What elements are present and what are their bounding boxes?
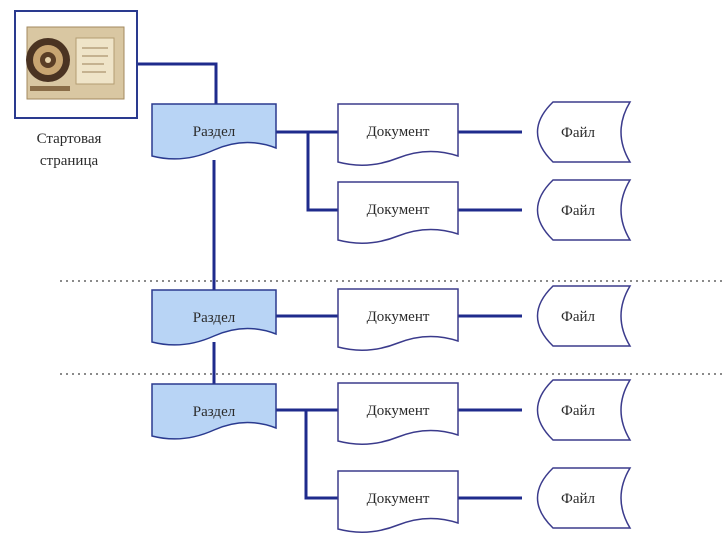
document-shape xyxy=(337,103,459,166)
section-shape xyxy=(151,289,277,346)
document-shape xyxy=(337,470,459,533)
start-page-caption: Стартовая страница xyxy=(14,128,124,172)
section-node: Раздел xyxy=(151,383,277,440)
document-node: Документ xyxy=(337,382,459,445)
section-label: Раздел xyxy=(193,124,236,140)
document-node: Документ xyxy=(337,288,459,351)
file-shape xyxy=(536,285,632,347)
document-shape xyxy=(337,181,459,244)
file-shape xyxy=(536,101,632,163)
start-page-image xyxy=(26,26,125,100)
document-label: Документ xyxy=(367,124,430,140)
connector-section-to-document xyxy=(306,132,340,212)
section-node: Раздел xyxy=(151,103,277,160)
file-label: Файл xyxy=(561,491,596,507)
file-node: Файл xyxy=(536,467,632,529)
file-node: Файл xyxy=(536,379,632,441)
section-shape xyxy=(151,103,277,160)
file-shape xyxy=(536,179,632,241)
connectors xyxy=(137,62,522,500)
document-shape xyxy=(337,382,459,445)
document-shape xyxy=(337,288,459,351)
file-label: Файл xyxy=(561,125,596,141)
section-label: Раздел xyxy=(193,404,236,420)
document-label: Документ xyxy=(367,202,430,218)
connector-start-to-section xyxy=(137,62,218,106)
document-label: Документ xyxy=(367,491,430,507)
file-node: Файл xyxy=(536,101,632,163)
section-node: Раздел xyxy=(151,289,277,346)
document-node: Документ xyxy=(337,103,459,166)
file-label: Файл xyxy=(561,203,596,219)
document-label: Документ xyxy=(367,309,430,325)
file-node: Файл xyxy=(536,285,632,347)
document-node: Документ xyxy=(337,181,459,244)
section-shape xyxy=(151,383,277,440)
start-page-node xyxy=(14,10,138,119)
document-node: Документ xyxy=(337,470,459,533)
file-shape xyxy=(536,467,632,529)
file-shape xyxy=(536,379,632,441)
start-page-caption-line2: страница xyxy=(39,153,99,169)
file-node: Файл xyxy=(536,179,632,241)
document-label: Документ xyxy=(367,403,430,419)
file-label: Файл xyxy=(561,309,596,325)
start-page-caption-line1: Стартовая xyxy=(36,131,102,147)
file-label: Файл xyxy=(561,403,596,419)
connector-section-to-document xyxy=(304,410,340,500)
section-label: Раздел xyxy=(193,310,236,326)
